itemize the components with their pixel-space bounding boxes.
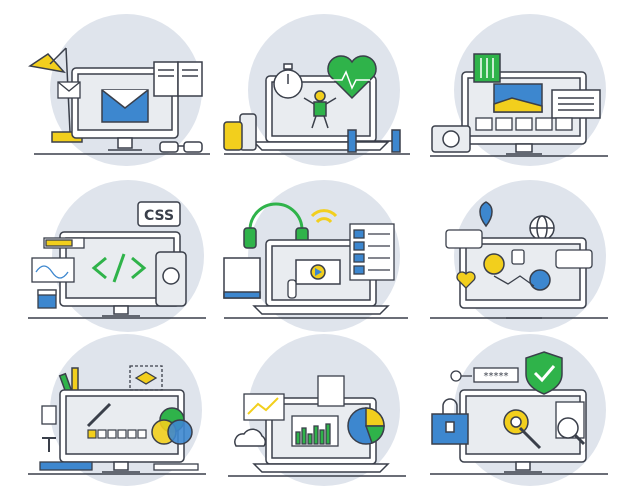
scene-graphic-design — [14, 334, 214, 494]
user-avatar-icon — [483, 253, 551, 291]
stopwatch-icon — [273, 63, 303, 99]
thumbnail-strip — [475, 117, 573, 131]
globe-icon — [529, 215, 555, 241]
scene-analytics — [214, 334, 414, 494]
heart-pulse-icon — [327, 55, 377, 100]
scene-email-office — [14, 14, 214, 174]
heart-icon — [456, 271, 476, 289]
image-icon — [493, 83, 543, 113]
waveform-window — [31, 257, 75, 283]
password-field: ***** — [473, 367, 519, 383]
chat-icon — [445, 229, 593, 269]
bar-chart-icon — [291, 415, 339, 447]
scene-online-learning — [214, 180, 414, 340]
connection-line — [493, 275, 535, 287]
document-icon — [317, 375, 345, 407]
color-circles-icon — [151, 407, 193, 445]
scene-photo-editing — [416, 14, 616, 174]
sliders-icon — [551, 89, 601, 119]
wifi-icon — [310, 209, 338, 224]
small-envelope-icon — [57, 81, 81, 99]
line-chart-window — [243, 393, 285, 421]
css-bubble-icon: CSS — [137, 201, 181, 227]
phone-icon — [155, 251, 187, 307]
ruler-icon — [39, 461, 199, 471]
calendar-icon — [37, 289, 57, 309]
swatch-row — [87, 429, 147, 439]
text-icon — [42, 437, 56, 452]
wrench-icon — [518, 426, 542, 450]
bottle-icon — [223, 113, 257, 151]
password-mask: ***** — [484, 371, 509, 382]
css-label: CSS — [144, 208, 174, 224]
hand-pointer-icon — [287, 279, 297, 299]
key-icon — [450, 370, 472, 382]
cloud-icon — [234, 428, 267, 447]
thumbs-up-icon — [511, 249, 525, 265]
playlist-icon — [349, 223, 395, 281]
pencil-icon — [86, 402, 112, 428]
scene-security: ***** — [416, 334, 616, 494]
padlock-icon — [431, 398, 469, 445]
envelope-icon — [101, 89, 149, 123]
magnifier-icon — [557, 417, 586, 446]
document-icon — [41, 405, 57, 425]
camera-icon — [431, 125, 471, 153]
book-icon — [223, 257, 261, 299]
equalizer-icon — [473, 53, 501, 83]
open-book-icon — [153, 61, 203, 97]
scene-web-development: CSS — [14, 180, 214, 340]
scene-fitness — [214, 14, 414, 174]
athlete-icon — [303, 90, 337, 129]
dumbbell-icon — [347, 129, 401, 153]
location-pin-icon — [479, 201, 493, 228]
pie-chart-icon — [347, 407, 385, 445]
glasses-icon — [159, 141, 203, 153]
progress-bar — [43, 237, 85, 249]
code-icon — [91, 253, 147, 283]
scene-social-network — [416, 180, 616, 340]
layers-icon — [129, 365, 163, 391]
play-icon — [295, 259, 341, 285]
shield-check-icon — [525, 351, 563, 395]
